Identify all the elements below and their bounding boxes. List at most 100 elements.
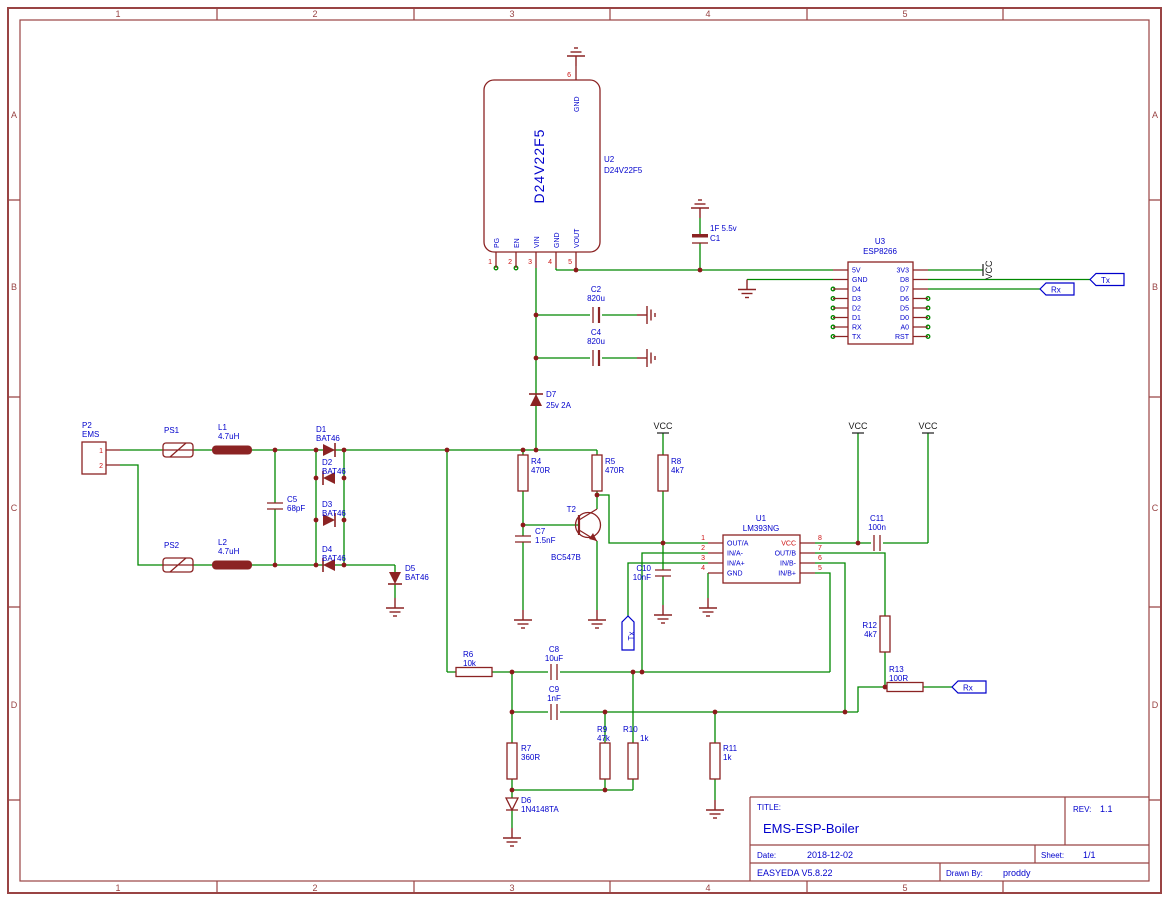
component-c1[interactable]: 1F 5.5v C1	[692, 224, 737, 244]
value-label: 10uF	[545, 654, 563, 663]
component-l2[interactable]: L2 4.7uH	[212, 538, 252, 570]
component-r8[interactable]: R8 4k7	[657, 454, 684, 492]
component-d3[interactable]: D3 BAT46	[322, 500, 346, 528]
value-label: 4.7uH	[218, 547, 240, 556]
net-flag-tx-esp[interactable]: Tx	[1089, 272, 1125, 287]
component-r7[interactable]: R7 360R	[506, 742, 540, 780]
pin-number: 2	[701, 545, 705, 552]
ref-label: T2	[567, 505, 577, 514]
component-p2-ems[interactable]: P2 EMS 1 2	[81, 421, 120, 475]
ground-icon[interactable]	[690, 199, 710, 219]
ground-icon[interactable]	[385, 597, 405, 617]
pin-name: GND	[574, 96, 581, 112]
component-r4[interactable]: R4 470R	[517, 454, 550, 492]
wires[interactable]	[120, 218, 1090, 828]
component-r6[interactable]: R6 10k	[455, 650, 493, 678]
drawn-by-label: Drawn By:	[946, 869, 983, 878]
component-u2-regulator[interactable]: U2 D24V22F5 D24V22F5 1 2 3 4 5 6 PG EN V…	[483, 66, 643, 268]
component-c8[interactable]: C8 10uF	[545, 645, 563, 680]
component-d4[interactable]: D4 BAT46	[322, 545, 346, 573]
component-u1-lm393[interactable]: U1 LM393NG 1 2 3 4 OUT/A IN/A- IN/A+ GND…	[701, 514, 822, 584]
component-d6[interactable]: D6 1N4148TA	[504, 796, 559, 814]
component-r5[interactable]: R5 470R	[591, 454, 624, 492]
ref-label: D1	[316, 425, 327, 434]
pin-name: TX	[852, 334, 861, 341]
component-t2-transistor[interactable]: T2 BC547B	[551, 505, 602, 562]
value-label: BAT46	[322, 554, 346, 563]
ground-icon[interactable]	[566, 47, 586, 67]
component-u3-esp8266[interactable]: U3 ESP8266 5V GND D4 D3 D2 D1 RX TX 3V3 …	[833, 237, 928, 345]
pin-name: RST	[895, 334, 910, 341]
title-label: TITLE:	[757, 803, 781, 812]
ref-label: R10	[623, 725, 638, 734]
component-d1[interactable]: D1 BAT46	[316, 425, 340, 458]
ground-icon[interactable]	[698, 597, 718, 617]
net-flag-rx-esp[interactable]: Rx	[1039, 282, 1075, 296]
ground-icon[interactable]	[705, 799, 725, 819]
net-flag-vcc-u1a[interactable]: VCC	[848, 421, 868, 434]
value-label: 1N4148TA	[521, 805, 559, 814]
value-label: 360R	[521, 753, 540, 762]
component-d7[interactable]: D7 25v 2A	[528, 390, 572, 410]
net-flag-vcc-r8[interactable]: VCC	[653, 421, 673, 434]
value-label: 470R	[605, 466, 624, 475]
ground-icon[interactable]	[636, 305, 656, 325]
ref-label: D4	[322, 545, 333, 554]
ref-label: C7	[535, 527, 546, 536]
component-c10[interactable]: C10 10nF	[633, 564, 671, 582]
value-label: 47k	[597, 734, 611, 743]
net-flag-tx-comparator[interactable]: Tx	[621, 615, 636, 651]
ground-icon[interactable]	[502, 827, 522, 847]
value-label: 25v 2A	[546, 401, 572, 410]
pin-number: 4	[701, 565, 705, 572]
component-ps2[interactable]: PS2	[162, 541, 194, 573]
zone-label: 1	[115, 883, 120, 893]
zone-label: 5	[902, 9, 907, 19]
pin-number: 1	[99, 448, 103, 455]
component-l1[interactable]: L1 4.7uH	[212, 423, 252, 455]
rx-label: Rx	[963, 684, 973, 693]
component-r10[interactable]: R10 1k	[623, 725, 649, 780]
zone-label: C	[1152, 503, 1159, 513]
component-c9[interactable]: C9 1nF	[547, 685, 561, 720]
component-c5[interactable]: C5 68pF	[267, 495, 305, 513]
component-c7[interactable]: C7 1.5nF	[515, 527, 556, 545]
ground-icon[interactable]	[737, 278, 757, 299]
net-flag-vcc-u1b[interactable]: VCC	[918, 421, 938, 434]
value-label: 820u	[587, 294, 605, 303]
pin-name: D2	[852, 306, 861, 313]
ground-icon[interactable]	[653, 604, 673, 624]
net-flag-vcc-esp[interactable]: VCC	[982, 260, 994, 280]
component-c11[interactable]: C11 100n	[868, 514, 886, 551]
component-c4[interactable]: C4 820u	[587, 328, 605, 366]
pin-name: D4	[852, 287, 861, 294]
component-r13[interactable]: R13 100R	[886, 665, 924, 693]
pin-number: 2	[508, 259, 512, 266]
component-ps1[interactable]: PS1	[162, 426, 194, 458]
component-r12[interactable]: R12 4k7	[862, 615, 891, 653]
pin-number: 7	[818, 545, 822, 552]
value-label: 4k7	[864, 630, 877, 639]
component-r11[interactable]: R11 1k	[709, 742, 738, 780]
rev-label: REV:	[1073, 805, 1091, 814]
component-c2[interactable]: C2 820u	[587, 285, 605, 323]
pin-number: 3	[701, 555, 705, 562]
component-r9[interactable]: R9 47k	[597, 725, 611, 780]
value-label: BC547B	[551, 553, 581, 562]
ground-icon[interactable]	[513, 609, 533, 629]
component-d5[interactable]: D5 BAT46	[387, 564, 429, 585]
component-d2[interactable]: D2 BAT46	[322, 458, 346, 486]
ref-label: R9	[597, 725, 608, 734]
ground-icon[interactable]	[587, 609, 607, 629]
ground-icon[interactable]	[636, 348, 656, 368]
ref-label: U2	[604, 155, 615, 164]
zone-label: 2	[312, 9, 317, 19]
ref-label: P2	[82, 421, 92, 430]
title-block: TITLE: EMS-ESP-Boiler REV: 1.1 Date: 201…	[749, 796, 1149, 881]
pin-name: EN	[514, 238, 521, 248]
pin-name: IN/A-	[727, 551, 744, 558]
vcc-label: VCC	[918, 421, 938, 431]
value-label: 1k	[640, 734, 649, 743]
net-flag-rx-out[interactable]: Rx	[951, 680, 987, 694]
